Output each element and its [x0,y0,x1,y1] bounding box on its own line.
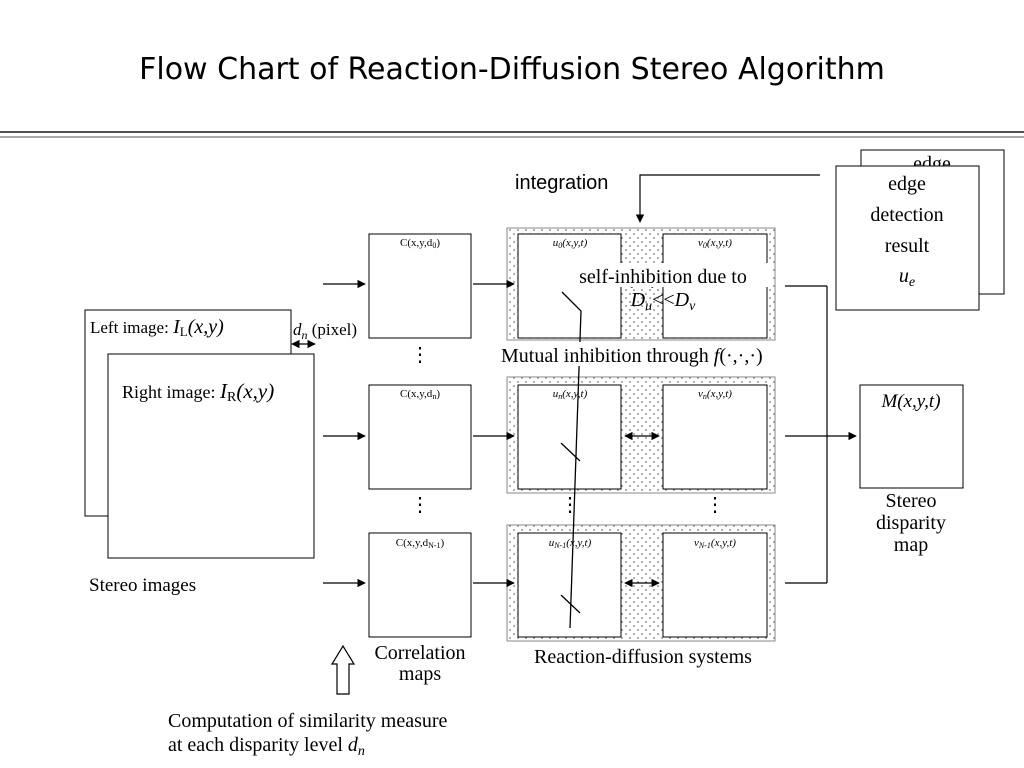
self-inhibition-label-2: Du<<Dv [630,289,696,314]
stereo-label-3: map [894,534,928,556]
mutual-inhibition-bg [500,342,826,366]
right-image-label: Right image: IR(x,y) [122,379,274,405]
vdots-v: ⋮ [705,494,725,516]
mutual-inhibition-tick-n [560,442,581,462]
page-title: Flow Chart of Reaction-Diffusion Stereo … [139,52,885,87]
self-inhibition-bg [556,263,772,287]
v-box-n [662,384,768,490]
vdots-u: ⋮ [560,494,580,516]
computation-label-1: Computation of similarity measure [168,710,448,732]
hollow-up-arrow [330,644,356,695]
output-label: M(x,y,t) [880,391,940,412]
right-image-box [107,353,315,559]
vdots-corr-1: ⋮ [410,344,430,366]
v-box-n1 [662,532,768,638]
self-inhibition-label-1: self-inhibition due to [579,266,747,288]
correlation-maps-label-1: Correlation [374,642,465,664]
edge-label-3: result [885,235,930,257]
vn-label: vn(x,y,t) [698,388,732,401]
edge-symbol: ue [899,265,915,290]
cn1-label: C(x,y,dN-1) [396,537,445,550]
edge-box-front [835,165,980,311]
stereo-label-1: Stereo [885,490,936,512]
un-label: un(x,y,t) [553,388,588,401]
vn1-label: vN-1(x,y,t) [694,537,736,550]
v0-label: v0(x,y,t) [698,237,732,250]
u-box-n1 [517,532,622,638]
computation-label-2: at each disparity level dn [168,734,365,759]
correlation-maps-label-2: maps [399,663,441,685]
cn-label: C(x,y,dn) [400,388,440,401]
disparity-map-box [859,384,964,489]
mutual-inhibition-line [561,291,582,629]
mutual-inhibition-label: Mutual inhibition through f(·,·,·) [501,345,763,367]
mutual-inhibition-tick-n1 [560,594,581,614]
correlation-map-n1 [368,532,472,638]
dn-pixel-label: dn (pixel) [293,320,357,342]
correlation-map-n [368,384,472,490]
stereo-label-2: disparity [876,512,946,534]
u0-label: u0(x,y,t) [553,237,588,250]
u-box-n [517,384,622,490]
reaction-diffusion-label: Reaction-diffusion systems [534,646,752,668]
integration-arrow [635,174,820,223]
left-image-label: Left image: IL(x,y) [90,316,224,339]
vdots-corr-2: ⋮ [410,494,430,516]
edge-label-1: edge [888,173,926,195]
c0-label: C(x,y,d0) [400,237,440,250]
edge-label-2: detection [870,204,943,226]
correlation-map-0 [368,233,472,339]
integration-label: integration [515,172,608,194]
stereo-images-label: Stereo images [89,575,196,596]
